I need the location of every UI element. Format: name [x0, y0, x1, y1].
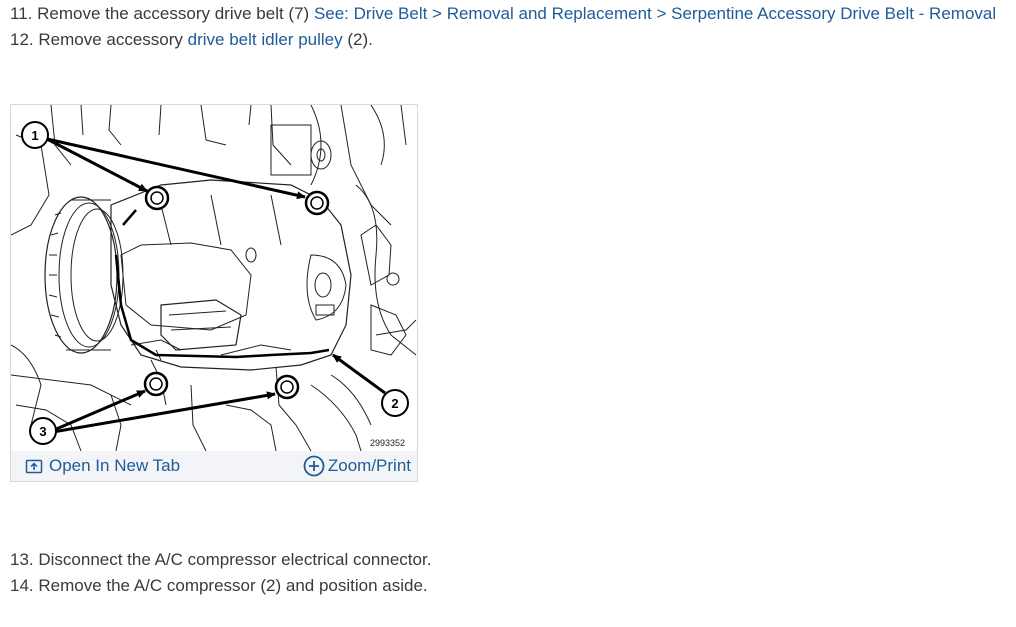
compressor-line-drawing: 1 2 3	[11, 105, 417, 451]
drive-belt-removal-link[interactable]: See: Drive Belt > Removal and Replacemen…	[313, 4, 997, 23]
callout-2: 2	[381, 389, 409, 417]
zoom-print-button[interactable]: Zoom/Print	[303, 454, 411, 478]
open-in-new-tab-button[interactable]: Open In New Tab	[25, 454, 180, 478]
step-11: 11. Remove the accessory drive belt (7) …	[10, 3, 996, 25]
callout-3-label: 3	[39, 424, 46, 439]
step-11-text: 11. Remove the accessory drive belt (7)	[10, 4, 314, 23]
callout-3: 3	[29, 417, 57, 445]
idler-pulley-link[interactable]: drive belt idler pulley	[187, 30, 343, 49]
zoom-plus-icon	[303, 455, 325, 477]
figure-card: 1 2 3 2993352 Open In New Tab	[10, 104, 418, 482]
figure-number: 2993352	[369, 438, 405, 448]
step-12: 12. Remove accessory drive belt idler pu…	[10, 29, 373, 51]
open-new-tab-icon	[25, 459, 43, 474]
callout-1: 1	[21, 121, 49, 149]
zoom-print-label: Zoom/Print	[327, 456, 411, 475]
step-14: 14. Remove the A/C compressor (2) and po…	[10, 576, 428, 595]
step-12-suffix: (2).	[342, 30, 373, 49]
callout-2-label: 2	[391, 396, 398, 411]
step-13: 13. Disconnect the A/C compressor electr…	[10, 550, 432, 569]
step-12-prefix: 12. Remove accessory	[10, 30, 188, 49]
callout-1-label: 1	[31, 128, 38, 143]
open-in-new-tab-label: Open In New Tab	[49, 456, 181, 475]
figure-toolbar: Open In New Tab Zoom/Print	[11, 451, 417, 481]
compressor-diagram[interactable]: 1 2 3	[11, 105, 417, 451]
